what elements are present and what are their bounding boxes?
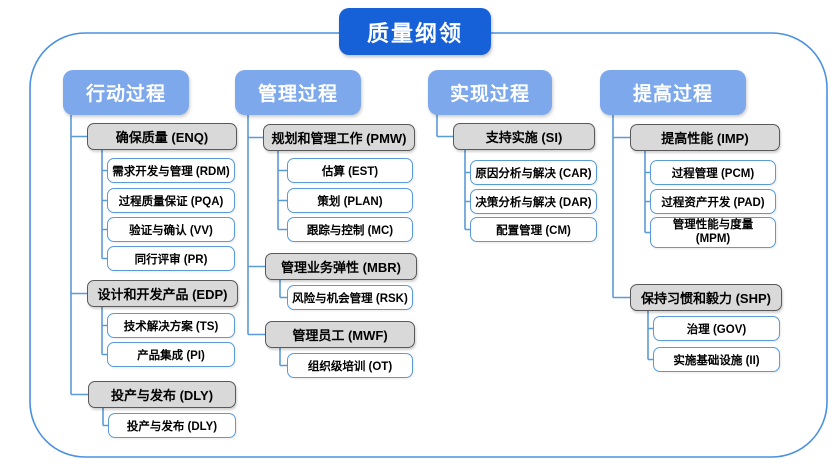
group-node-mbr: 管理业务弹性 (MBR): [265, 253, 417, 280]
group-node-edp: 设计和开发产品 (EDP): [87, 280, 238, 307]
connectors-column-implementation: [436, 115, 470, 231]
child-node-dly: 投产与发布 (DLY): [108, 413, 236, 438]
column-header-improvement-process: 提高过程: [600, 70, 746, 115]
child-node-pr: 同行评审 (PR): [107, 246, 235, 271]
child-node-pad: 过程资产开发 (PAD): [650, 189, 776, 214]
child-node-mpm: 管理性能与度量 (MPM): [650, 217, 776, 248]
connectors-column-improvement: [612, 115, 653, 361]
child-node-gov: 治理 (GOV): [653, 316, 780, 341]
child-node-ii: 实施基础设施 (II): [653, 347, 780, 372]
child-node-rdm: 需求开发与管理 (RDM): [107, 158, 235, 183]
child-node-est: 估算 (EST): [287, 158, 413, 183]
child-node-plan: 策划 (PLAN): [287, 188, 413, 213]
child-node-rsk: 风险与机会管理 (RSK): [287, 285, 413, 310]
group-node-shp: 保持习惯和毅力 (SHP): [630, 284, 782, 311]
column-header-implementation-process: 实现过程: [428, 70, 552, 115]
child-node-vv: 验证与确认 (VV): [107, 217, 235, 242]
connectors-column-action: [70, 115, 108, 427]
child-node-mc: 跟踪与控制 (MC): [287, 217, 413, 242]
child-node-dar: 决策分析与解决 (DAR): [470, 189, 597, 214]
column-header-management-process: 管理过程: [235, 70, 361, 115]
child-node-ts: 技术解决方案 (TS): [107, 313, 235, 338]
column-header-action-process: 行动过程: [63, 70, 189, 115]
child-node-pqa: 过程质量保证 (PQA): [107, 188, 235, 213]
group-node-si: 支持实施 (SI): [453, 123, 595, 150]
group-node-dly: 投产与发布 (DLY): [88, 381, 236, 408]
group-node-pmw: 规划和管理工作 (PMW): [263, 124, 415, 151]
child-node-car: 原因分析与解决 (CAR): [470, 160, 597, 185]
child-node-ot: 组织级培训 (OT): [287, 353, 413, 378]
child-node-pcm: 过程管理 (PCM): [650, 160, 776, 185]
group-node-mwf: 管理员工 (MWF): [265, 321, 415, 348]
group-node-imp: 提高性能 (IMP): [630, 124, 780, 151]
group-node-enq: 确保质量 (ENQ): [87, 123, 237, 150]
diagram-title: 质量纲领: [339, 8, 491, 55]
connectors-column-management: [247, 115, 287, 367]
child-node-pi: 产品集成 (PI): [107, 342, 235, 367]
child-node-cm: 配置管理 (CM): [470, 217, 597, 242]
